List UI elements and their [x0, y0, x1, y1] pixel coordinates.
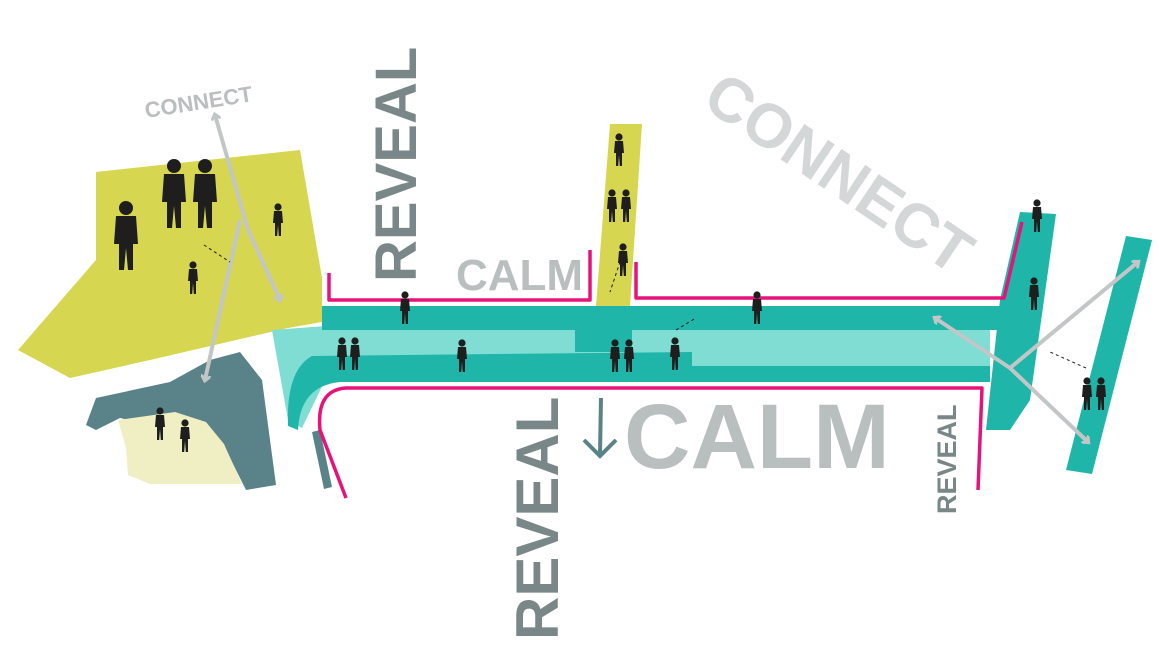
connect-arrow-left-sw [205, 219, 242, 380]
calm-down-arrow [598, 397, 603, 455]
north-side-passage [596, 124, 642, 306]
magenta-edges [317, 221, 1024, 499]
movement-hint-right [1049, 351, 1087, 369]
corridor-center-strip [575, 330, 632, 352]
movement-hint-corridor [675, 317, 697, 331]
courtyard-inner-area [118, 412, 242, 484]
label-calm-large: CALM [624, 386, 890, 488]
entry-bollard-strip [312, 430, 332, 489]
edge-south [317, 386, 984, 499]
connect-arrow-right-nw [935, 318, 1012, 370]
edge-north-right [634, 221, 1024, 300]
right-connector-strip [986, 212, 1056, 430]
connect-arrow-right-ne [1008, 262, 1138, 370]
calm-arrow-head [582, 438, 618, 459]
far-right-strip [1066, 236, 1152, 474]
left-plaza-area [18, 150, 322, 378]
arrows [205, 115, 1138, 442]
label-connect-large: CONNECT [692, 59, 985, 288]
label-reveal-top: REVEAL [364, 47, 429, 282]
label-reveal-bottom: REVEAL [504, 397, 571, 640]
connect-arrow-left-up [215, 115, 250, 231]
connect-arrow-left-down [246, 229, 280, 300]
label-reveal-right: REVEAL [932, 404, 962, 514]
connect-arrow-right-se [1008, 366, 1088, 442]
edge-north-left [327, 250, 592, 302]
calm-arrow [582, 397, 618, 459]
label-calm-small: CALM [456, 251, 583, 300]
movement-hint-plaza [203, 244, 231, 263]
label-connect-small: CONNECT [143, 81, 255, 123]
corridor-upper-band [322, 306, 1006, 330]
